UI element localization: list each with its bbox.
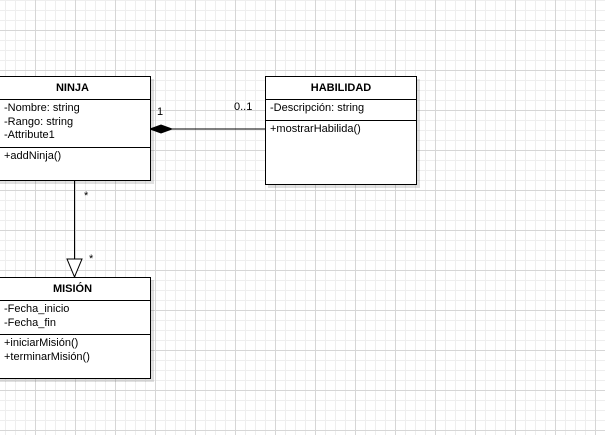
class-habilidad[interactable]: HABILIDAD -Descripción: string +mostrarH… bbox=[265, 76, 417, 185]
attribute-row: -Fecha_inicio bbox=[4, 303, 70, 315]
attribute-row: -Attribute1 bbox=[4, 129, 55, 141]
attribute-row: -Nombre: string bbox=[4, 102, 80, 114]
attribute-row: -Descripción: string bbox=[270, 102, 365, 114]
class-mision[interactable]: MISIÓN -Fecha_inicio -Fecha_fin +iniciar… bbox=[0, 277, 151, 379]
composition-diamond bbox=[148, 124, 174, 134]
class-ninja-operations: +addNinja() bbox=[0, 148, 150, 168]
class-mision-operations: +iniciarMisión() +terminarMisión() bbox=[0, 335, 150, 368]
attribute-row: -Rango: string bbox=[4, 115, 74, 128]
class-mision-title: MISIÓN bbox=[0, 278, 150, 301]
class-ninja-title: NINJA bbox=[0, 77, 150, 100]
multiplicity-ninja-habilidad-source: 1 bbox=[157, 106, 164, 118]
operation-row: +terminarMisión() bbox=[4, 350, 90, 363]
operation-row: +iniciarMisión() bbox=[4, 337, 79, 349]
operation-row: +addNinja() bbox=[4, 149, 62, 162]
attribute-row: -Fecha_fin bbox=[4, 316, 56, 329]
generalization-arrowhead bbox=[66, 258, 83, 279]
class-habilidad-attributes: -Descripción: string bbox=[266, 100, 416, 121]
class-habilidad-operations: +mostrarHabilida() bbox=[266, 121, 416, 141]
multiplicity-ninja-mision-source: * bbox=[84, 190, 89, 202]
class-ninja-attributes: -Nombre: string -Rango: string -Attribut… bbox=[0, 100, 150, 148]
class-ninja[interactable]: NINJA -Nombre: string -Rango: string -At… bbox=[0, 76, 151, 181]
operation-row: +mostrarHabilida() bbox=[270, 122, 361, 135]
multiplicity-ninja-habilidad-target: 0..1 bbox=[234, 101, 253, 113]
multiplicity-ninja-mision-target: * bbox=[89, 253, 94, 265]
class-mision-attributes: -Fecha_inicio -Fecha_fin bbox=[0, 301, 150, 335]
class-habilidad-title: HABILIDAD bbox=[266, 77, 416, 100]
